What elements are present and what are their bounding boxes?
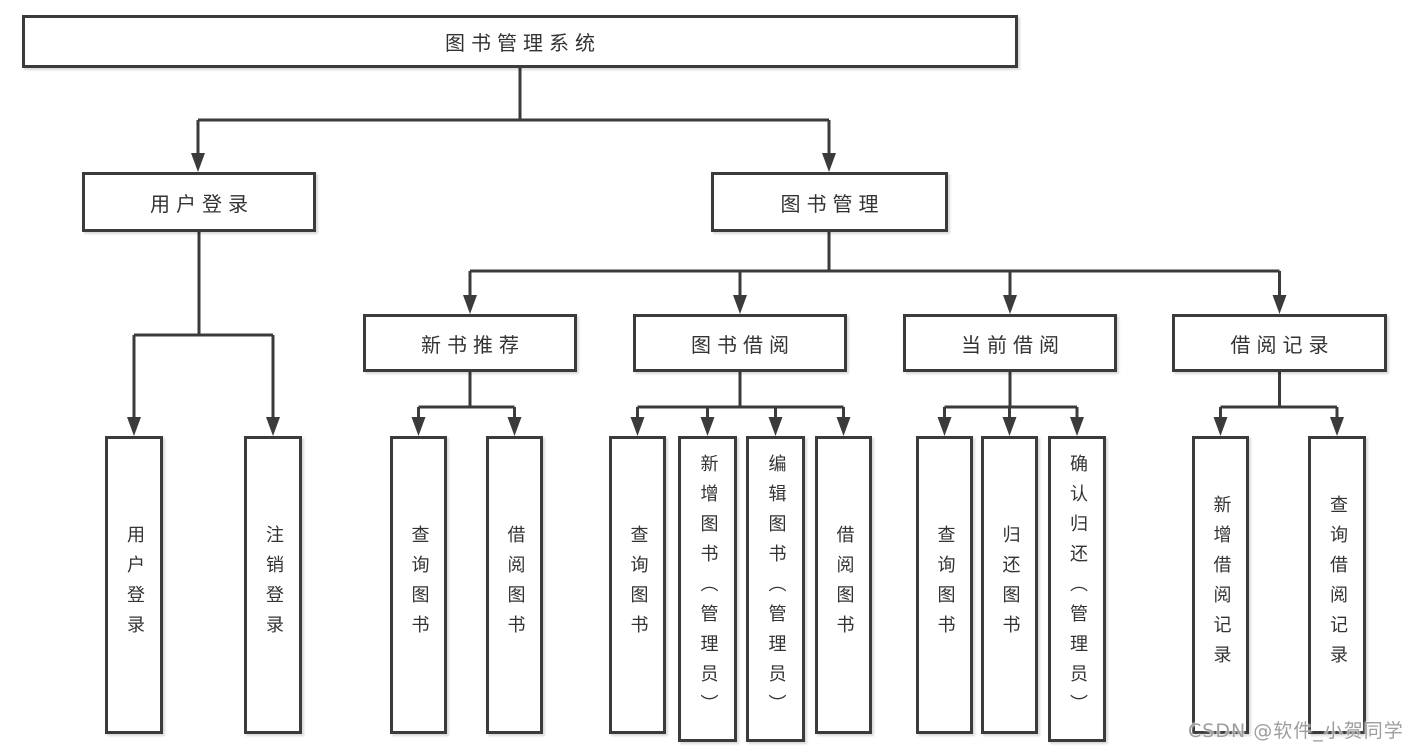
node-user-login-label: 用户登录: [150, 191, 254, 216]
leaf-add-borrow-record-label: 新增借阅记录: [1210, 495, 1232, 675]
connector-root-to-level2: [191, 67, 836, 172]
leaf-borrow-books-recommend: 借阅图书: [486, 436, 543, 734]
connector-current-borrow-to-children: [937, 372, 1084, 436]
connector-new-book-recommend-to-children: [411, 372, 522, 436]
node-user-login: 用户登录: [82, 172, 316, 232]
node-root: 图书管理系统: [22, 15, 1018, 68]
leaf-query-borrow-record: 查询借阅记录: [1308, 436, 1366, 734]
node-book-borrow: 图书借阅: [633, 314, 847, 372]
leaf-add-borrow-record: 新增借阅记录: [1192, 436, 1249, 734]
node-borrow-records-label: 借阅记录: [1230, 332, 1335, 357]
leaf-query-borrow-record-label: 查询借阅记录: [1327, 495, 1348, 675]
leaf-user-login-label: 用户登录: [124, 525, 145, 645]
connector-user-login-to-children: [127, 232, 280, 436]
leaf-borrow-books: 借阅图书: [815, 436, 872, 734]
node-root-label: 图书管理系统: [445, 31, 601, 55]
node-book-borrow-label: 图书借阅: [691, 332, 795, 357]
node-new-book-recommend: 新书推荐: [363, 314, 577, 372]
leaf-query-books-recommend: 查询图书: [390, 436, 447, 734]
watermark-text: CSDN @软件_小贺同学: [1188, 720, 1404, 742]
leaf-query-books-borrow-label: 查询图书: [627, 525, 649, 645]
leaf-logout: 注销登录: [244, 436, 302, 734]
connector-book-borrow-to-children: [630, 372, 851, 436]
node-current-borrow: 当前借阅: [903, 314, 1117, 372]
leaf-edit-book-admin-label: 编辑图书（管理员）: [765, 454, 787, 724]
node-new-book-recommend-label: 新书推荐: [421, 332, 525, 357]
leaf-user-login: 用户登录: [105, 436, 163, 734]
leaf-confirm-return-admin-label: 确认归还（管理员）: [1067, 454, 1088, 724]
connector-borrow-records-to-children: [1213, 372, 1344, 436]
connector-book-management-to-level3: [463, 232, 1287, 314]
leaf-return-book-label: 归还图书: [999, 525, 1021, 645]
leaf-edit-book-admin: 编辑图书（管理员）: [746, 436, 805, 742]
leaf-return-book: 归还图书: [981, 436, 1038, 734]
node-current-borrow-label: 当前借阅: [961, 332, 1065, 357]
leaf-logout-label: 注销登录: [263, 525, 284, 645]
leaf-add-book-admin-label: 新增图书（管理员）: [697, 454, 719, 724]
leaf-borrow-books-label: 借阅图书: [833, 525, 855, 645]
node-book-management-label: 图书管理: [780, 191, 885, 216]
node-book-management: 图书管理: [711, 172, 948, 232]
leaf-query-books-current: 查询图书: [916, 436, 973, 734]
leaf-query-books-current-label: 查询图书: [934, 525, 956, 645]
leaf-add-book-admin: 新增图书（管理员）: [678, 436, 737, 742]
leaf-confirm-return-admin: 确认归还（管理员）: [1048, 436, 1106, 742]
leaf-borrow-books-recommend-label: 借阅图书: [504, 525, 526, 645]
leaf-query-books-recommend-label: 查询图书: [408, 525, 430, 645]
leaf-query-books-borrow: 查询图书: [609, 436, 666, 734]
node-borrow-records: 借阅记录: [1172, 314, 1387, 372]
